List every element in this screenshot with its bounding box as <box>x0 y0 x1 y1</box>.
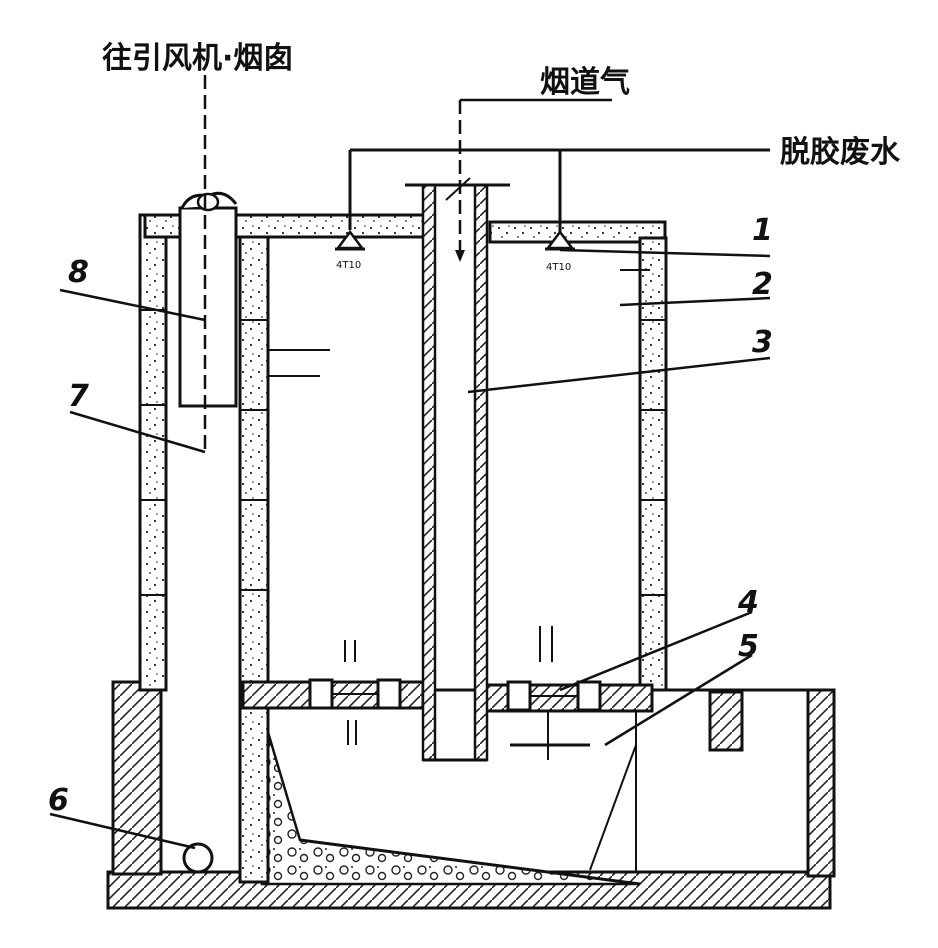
nozzle-text-left: 4T10 <box>336 260 361 271</box>
callout-2: 2 <box>752 267 773 302</box>
spray-nozzle-left <box>335 229 365 251</box>
callout-1: 1 <box>752 213 773 248</box>
callout-3: 3 <box>752 325 773 360</box>
callout-5: 5 <box>738 629 759 664</box>
central-flue-duct <box>405 98 612 762</box>
sump-tank <box>111 680 836 878</box>
left-outer-wall <box>138 213 168 692</box>
callout-4: 4 <box>737 585 759 620</box>
callout-7: 7 <box>68 379 89 414</box>
spray-nozzle-right <box>545 229 575 251</box>
callout-6: 6 <box>48 783 69 818</box>
left-inner-wall <box>140 220 270 884</box>
text-labels: 往引风机·烟囱 烟道气 脱胶废水 1 2 3 4 5 6 7 8 <box>48 41 901 818</box>
label-to-fan-chimney: 往引风机·烟囱 <box>102 41 293 76</box>
outlet-duct <box>178 75 238 450</box>
label-flue-gas: 烟道气 <box>540 65 630 100</box>
label-degum-wastewater: 脱胶废水 <box>780 135 901 170</box>
sludge-slope <box>260 711 641 886</box>
guide-lines <box>268 269 650 872</box>
leader-lines <box>49 248 771 850</box>
distribution-plate <box>241 678 654 713</box>
right-wall <box>638 236 668 692</box>
nozzle-text-right: 4T10 <box>546 262 571 273</box>
spray-pipe: 4T10 4T10 <box>335 148 770 273</box>
drain-pipe <box>182 842 214 874</box>
callout-8: 8 <box>68 255 89 290</box>
